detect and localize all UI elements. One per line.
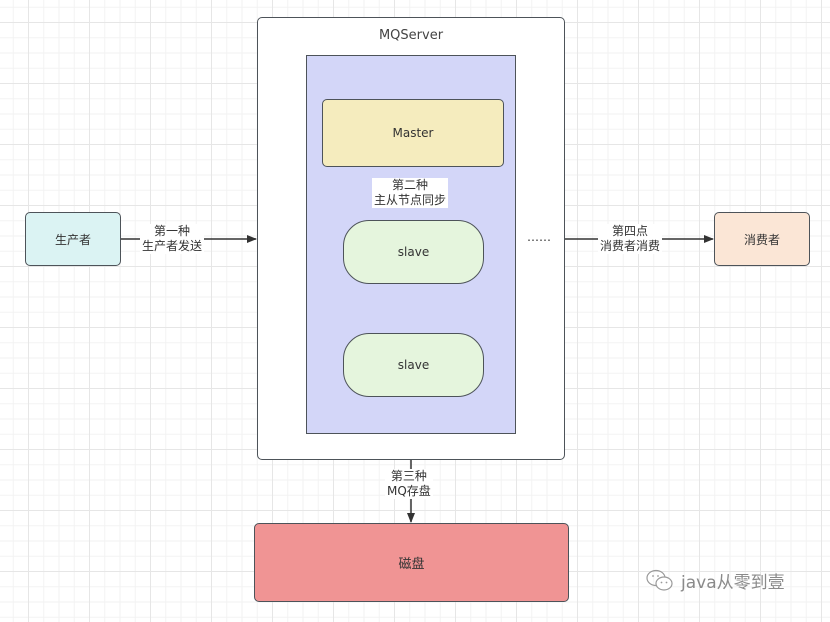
edge-label-line: 生产者发送 xyxy=(142,239,203,253)
slave-node-1[interactable]: slave xyxy=(343,220,484,284)
edge-label-line: 消费者消费 xyxy=(600,239,661,253)
disk-label: 磁盘 xyxy=(398,557,425,572)
master-node[interactable]: Master xyxy=(322,99,504,167)
slave-label: slave xyxy=(397,358,430,372)
edge-label-consume: 第四点 消费者消费 xyxy=(598,224,663,254)
watermark-text: java从零到壹 xyxy=(681,573,785,593)
consumer-node[interactable]: 消费者 xyxy=(714,212,810,266)
slave-label: slave xyxy=(397,245,430,259)
watermark: java从零到壹 xyxy=(645,568,785,593)
producer-node[interactable]: 生产者 xyxy=(25,212,121,266)
edge-label-line: 第二种 xyxy=(392,178,429,192)
edge-label-line: 主从节点同步 xyxy=(374,193,447,207)
slave-node-2[interactable]: slave xyxy=(343,333,484,397)
consumer-label: 消费者 xyxy=(743,232,780,247)
edge-label-line: 第四点 xyxy=(612,224,649,238)
edge-label-line: MQ存盘 xyxy=(387,484,431,498)
producer-label: 生产者 xyxy=(54,232,91,247)
edge-label-store: 第三种 MQ存盘 xyxy=(385,469,433,499)
mqserver-title: MQServer xyxy=(378,28,444,43)
edge-label-line: 第三种 xyxy=(390,469,427,483)
disk-node[interactable]: 磁盘 xyxy=(254,523,569,602)
master-label: Master xyxy=(392,126,434,140)
edge-label-send: 第一种 生产者发送 xyxy=(140,224,205,254)
edge-label-sync: 第二种 主从节点同步 xyxy=(372,178,449,208)
edge-label-line: 第一种 xyxy=(154,224,191,238)
wechat-icon xyxy=(646,569,673,591)
ellipsis-text: …… xyxy=(527,230,551,244)
